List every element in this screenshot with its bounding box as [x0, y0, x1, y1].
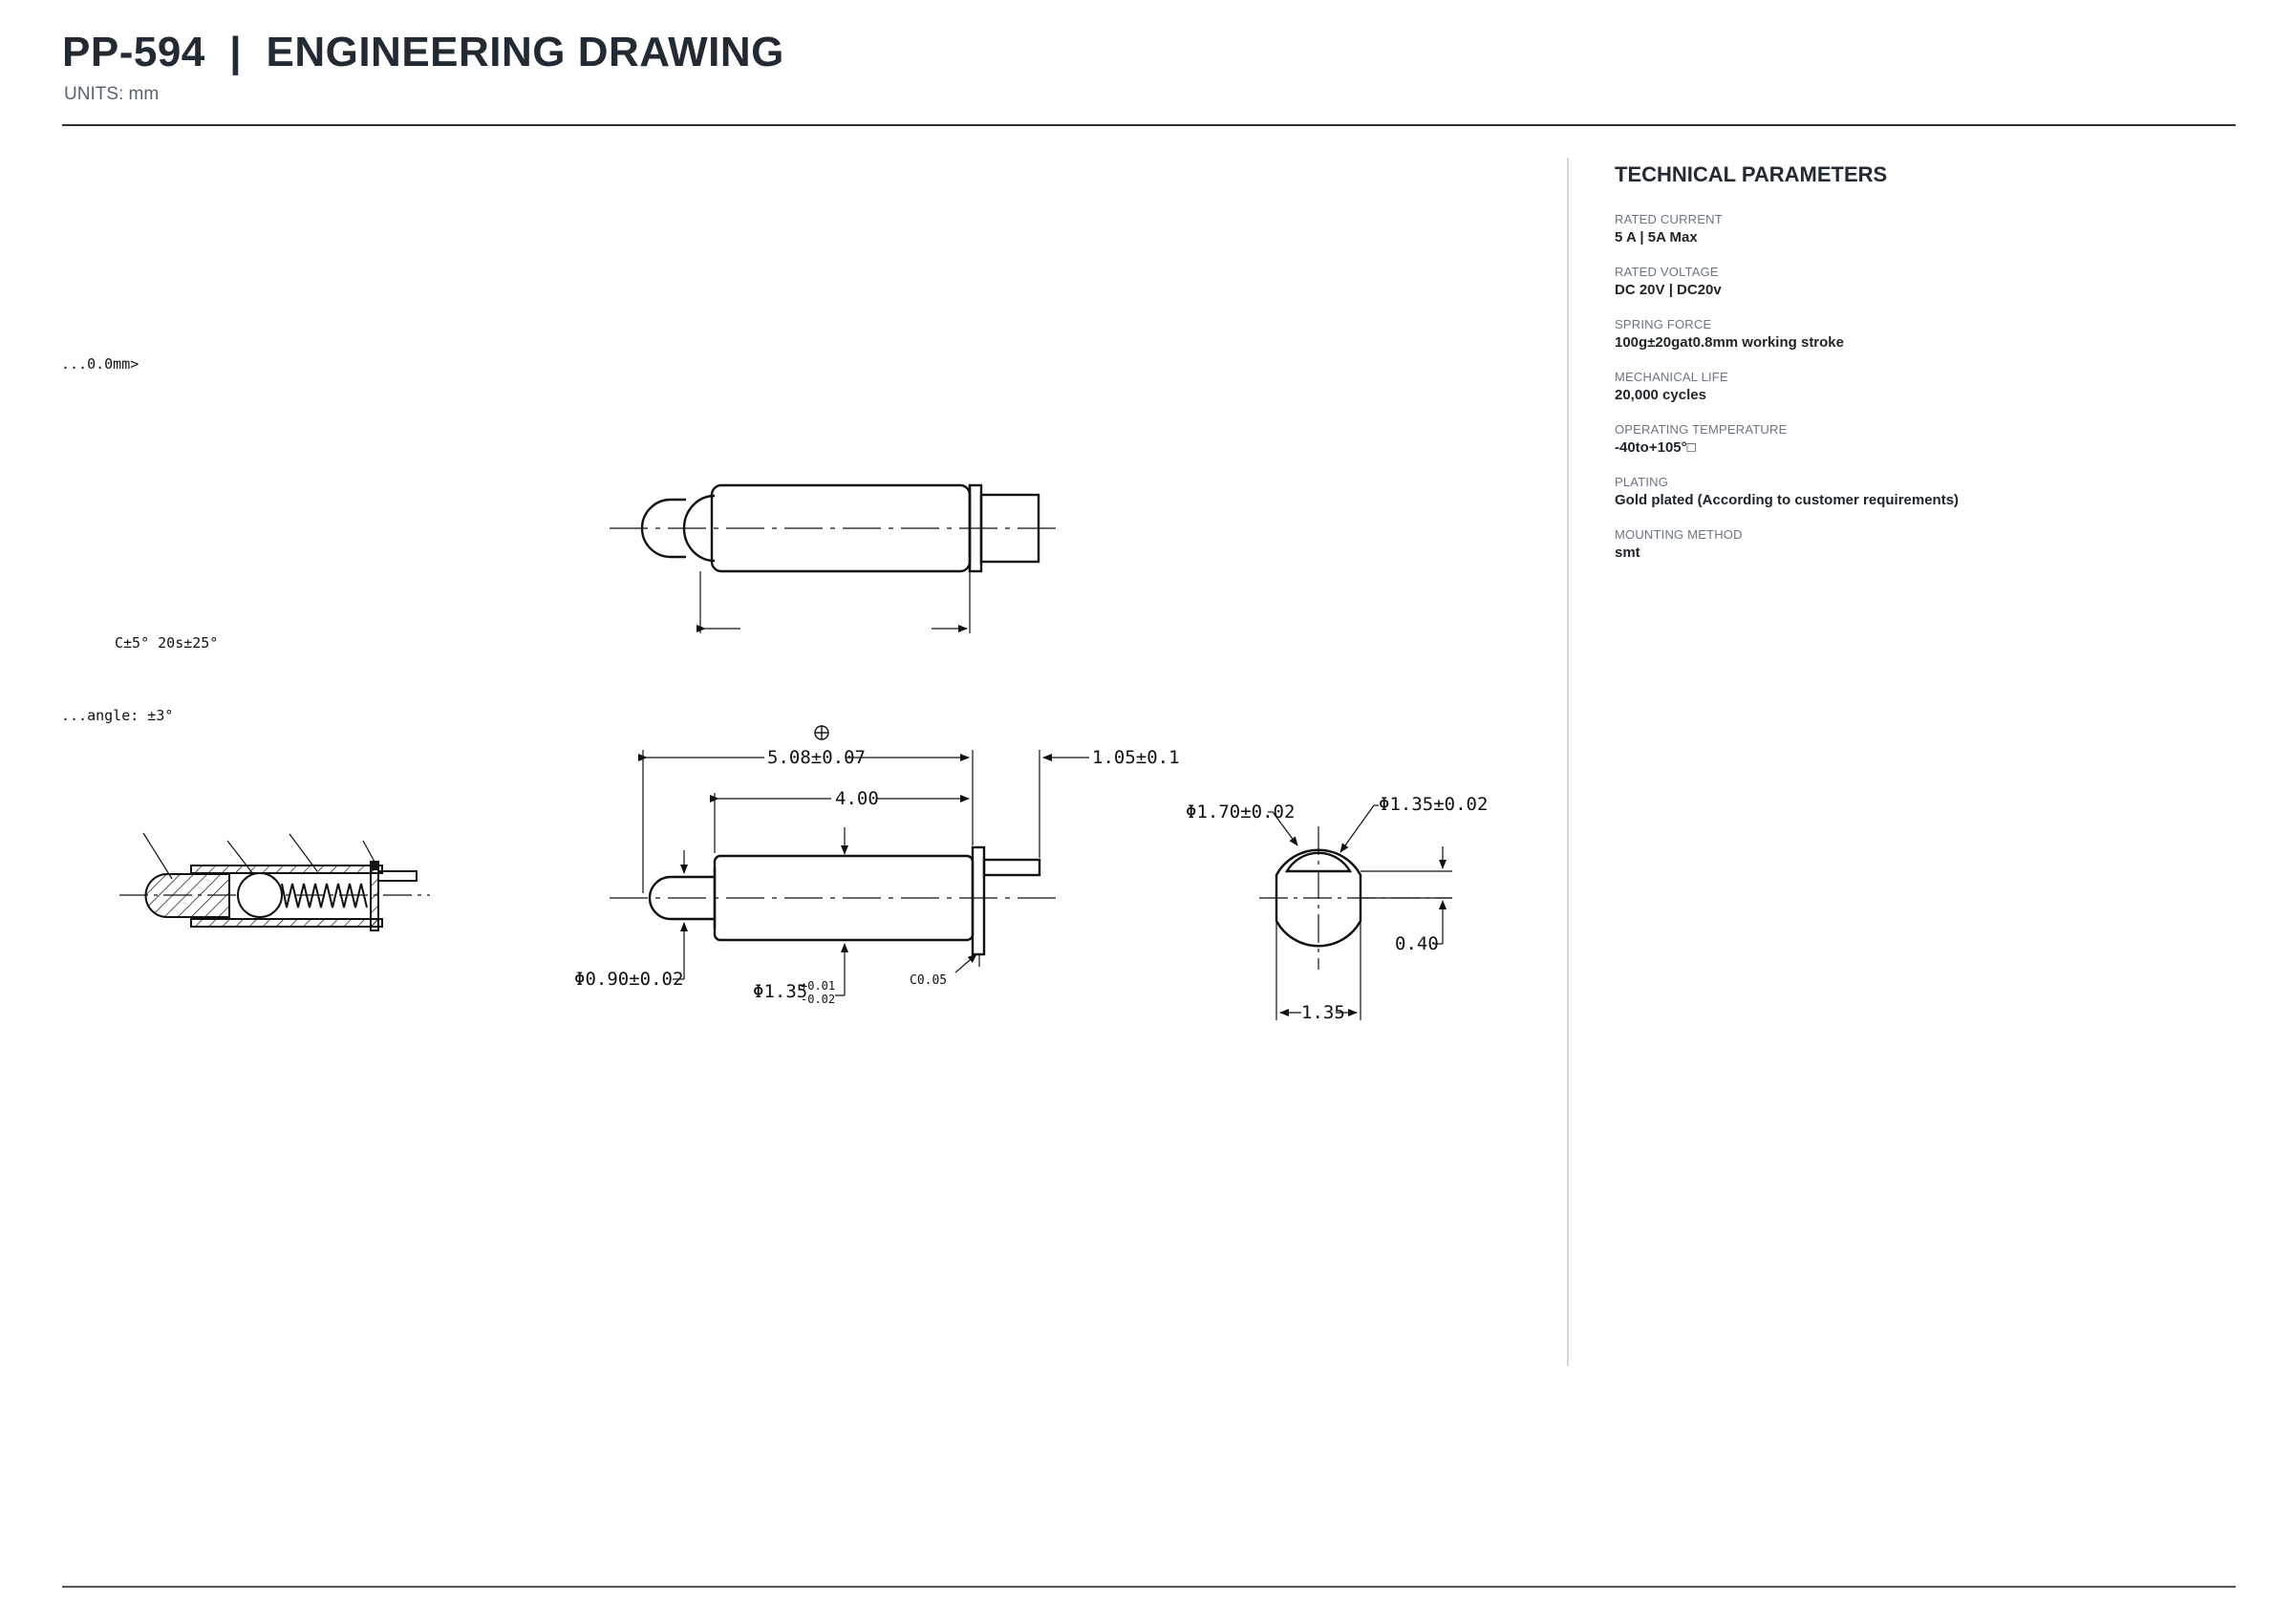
param-mounting-method: MOUNTING METHOD smt: [1615, 527, 2226, 561]
param-label: RATED CURRENT: [1615, 212, 1723, 226]
param-label: RATED VOLTAGE: [1615, 265, 1719, 279]
param-label: PLATING: [1615, 475, 1669, 489]
dim-body-diameter: Φ1.35: [753, 981, 807, 1002]
param-value: DC 20V | DC20v: [1615, 282, 1722, 298]
end-view-dimensions: [1268, 804, 1452, 1020]
engineering-drawing: ...0.0mm> C±5° 20s±25° ...angle: ±3°: [57, 162, 1548, 1357]
param-label: MECHANICAL LIFE: [1615, 370, 1728, 384]
dim-tail-length: 1.05±0.1: [1092, 747, 1180, 768]
param-mechanical-life: MECHANICAL LIFE 20,000 cycles: [1615, 370, 2226, 403]
param-spring-force: SPRING FORCE 100g±20gat0.8mm working str…: [1615, 317, 2226, 351]
header-rule: [62, 124, 2236, 126]
dim-end-width: 1.35: [1301, 1002, 1345, 1023]
dim-flat-depth: 0.40: [1395, 933, 1439, 954]
param-value: -40to+105°□: [1615, 439, 1696, 456]
top-side-view: [610, 483, 1061, 633]
fragment-tolerance: C±5° 20s±25°: [115, 634, 218, 652]
param-value: 20,000 cycles: [1615, 387, 1706, 403]
main-view-dimensions: [638, 750, 1089, 996]
dim-body-length: 4.00: [835, 788, 879, 809]
dim-end-inner-diameter: Φ1.35±0.02: [1379, 794, 1488, 815]
param-operating-temperature: OPERATING TEMPERATURE -40to+105°□: [1615, 422, 2226, 456]
param-label: OPERATING TEMPERATURE: [1615, 422, 1788, 437]
param-value: 100g±20gat0.8mm working stroke: [1615, 334, 1844, 351]
param-plating: PLATING Gold plated (According to custom…: [1615, 475, 2226, 508]
param-rated-voltage: RATED VOLTAGE DC 20V | DC20v: [1615, 265, 2226, 298]
param-label: SPRING FORCE: [1615, 317, 1712, 331]
page-title: PP-594 | ENGINEERING DRAWING: [62, 29, 784, 75]
panel-divider: [1567, 158, 1569, 1366]
panel-title: TECHNICAL PARAMETERS: [1615, 162, 1888, 186]
param-value: 5 A | 5A Max: [1615, 229, 1698, 246]
param-rated-current: RATED CURRENT 5 A | 5A Max: [1615, 212, 2226, 246]
fragment-angle: ...angle: ±3°: [61, 707, 173, 724]
fragment-mm: ...0.0mm>: [61, 355, 139, 373]
dim-tip-diameter: Φ0.90±0.02: [574, 969, 683, 990]
dim-body-diameter-tol-lower: -0.02: [801, 993, 835, 1006]
main-side-view: [610, 845, 1061, 967]
footer-rule: [62, 1586, 2236, 1588]
param-value: smt: [1615, 545, 1640, 561]
param-label: MOUNTING METHOD: [1615, 527, 1743, 542]
dim-overall-length: 5.08±0.07: [767, 747, 866, 768]
surface-finish-symbol: [814, 725, 829, 740]
dim-chamfer: C0.05: [910, 973, 947, 988]
units-label: UNITS: mm: [64, 84, 160, 104]
technical-parameters-panel: TECHNICAL PARAMETERS RATED CURRENT 5 A |…: [1615, 162, 2226, 580]
dim-end-outer-diameter: Φ1.70±0.02: [1186, 801, 1295, 823]
drawing-svg: ...0.0mm> C±5° 20s±25° ...angle: ±3°: [61, 355, 1488, 1023]
section-view: [119, 832, 430, 931]
param-value: Gold plated (According to customer requi…: [1615, 492, 1960, 508]
dim-body-diameter-tol-upper: +0.01: [801, 979, 835, 993]
